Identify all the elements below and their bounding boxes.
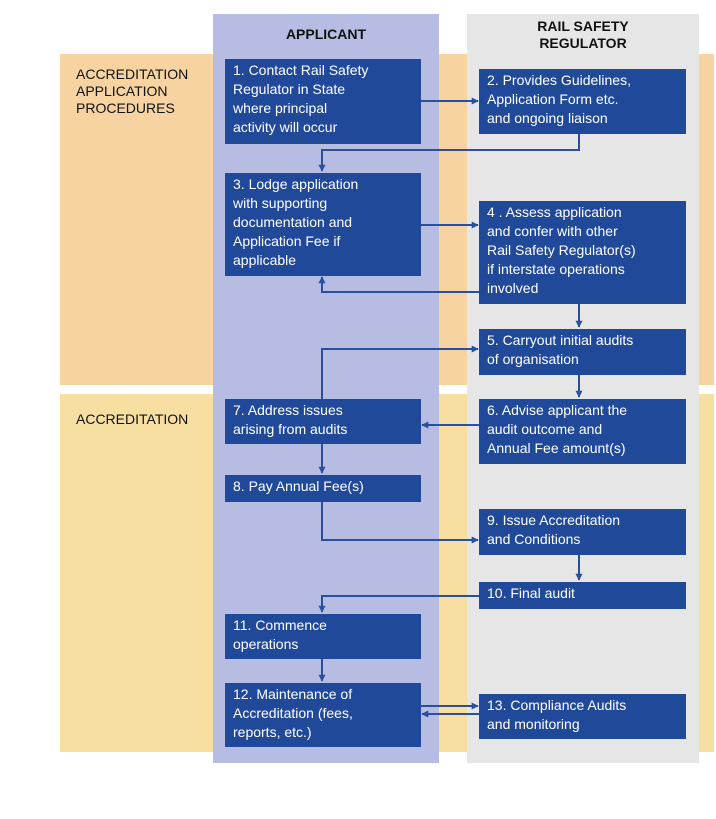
- arrow-4-to-3: [318, 276, 479, 293]
- step-5-initial-audits: 5. Carryout initial audits of organisati…: [479, 329, 686, 375]
- step-4-assess-application: 4 . Assess application and confer with o…: [479, 201, 686, 304]
- regulator-column-title: RAIL SAFETY REGULATOR: [537, 18, 629, 51]
- step-10-final-audit: 10. Final audit: [479, 582, 686, 609]
- arrow-8-to-9: [321, 502, 479, 544]
- step-3-lodge-application: 3. Lodge application with supporting doc…: [225, 173, 421, 276]
- step-12-maintenance: 12. Maintenance of Accreditation (fees, …: [225, 683, 421, 747]
- applicant-column-title: APPLICANT: [285, 26, 367, 42]
- step-9-issue-accreditation: 9. Issue Accreditation and Conditions: [479, 509, 686, 555]
- step-8-pay-annual-fee: 8. Pay Annual Fee(s): [225, 475, 421, 502]
- section-label-application: ACCREDITATION APPLICATION PROCEDURES: [76, 66, 189, 116]
- step-11-commence-operations: 11. Commence operations: [225, 614, 421, 659]
- step-7-address-issues: 7. Address issues arising from audits: [225, 399, 421, 444]
- step-2-provides-guidelines: 2. Provides Guidelines, Application Form…: [479, 69, 686, 134]
- section-label-accreditation: ACCREDITATION: [76, 411, 189, 427]
- regulator-column: RAIL SAFETY REGULATOR: [467, 14, 699, 763]
- arrow-2-to-3: [318, 134, 580, 172]
- arrow-10-to-11: [318, 595, 479, 613]
- step-13-compliance-audits: 13. Compliance Audits and monitoring: [479, 694, 686, 739]
- step-6-advise-applicant: 6. Advise applicant the audit outcome an…: [479, 399, 686, 464]
- step-1-contact-regulator: 1. Contact Rail Safety Regulator in Stat…: [225, 59, 421, 144]
- arrow-7-to-5: [321, 345, 479, 399]
